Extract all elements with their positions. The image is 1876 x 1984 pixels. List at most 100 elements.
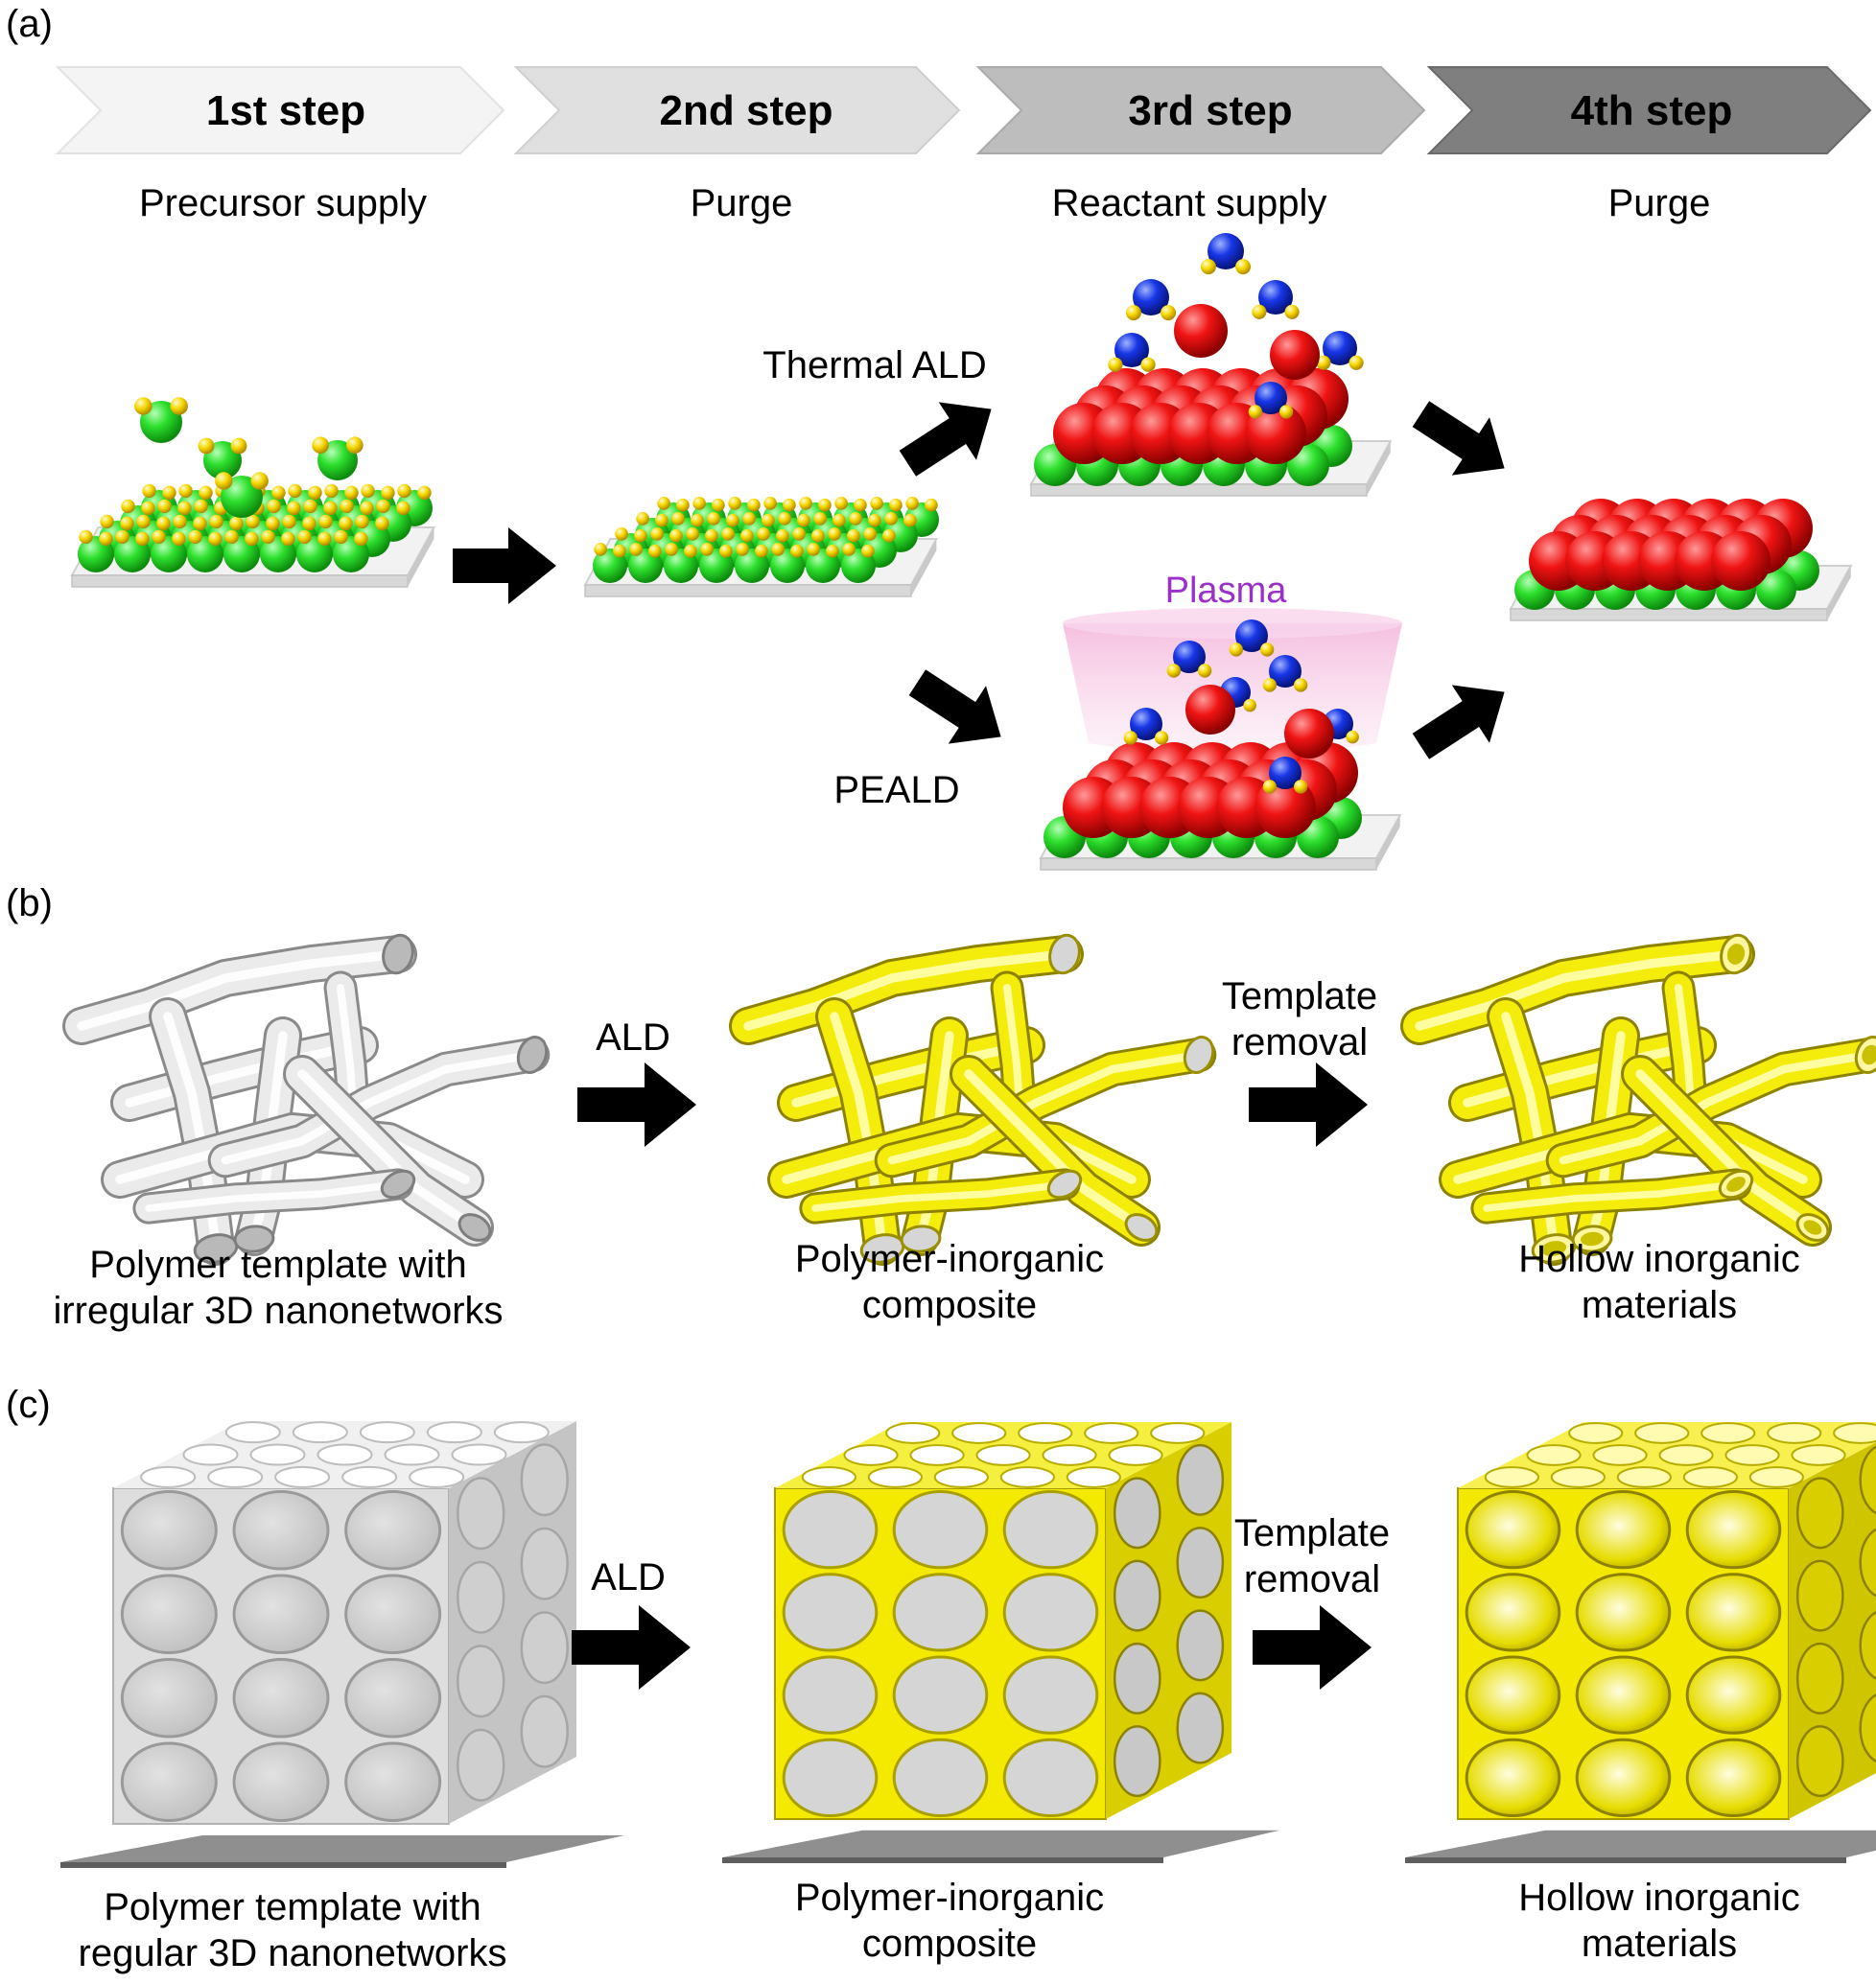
top-pore	[1592, 1444, 1648, 1466]
strand-end-5	[1046, 1169, 1083, 1200]
ligand-atom	[1229, 642, 1243, 657]
ligand-atom	[771, 543, 785, 556]
reactant-thermal-4	[1316, 331, 1364, 370]
adsorbed-layer-step2	[593, 497, 939, 583]
strand-7-highlight	[887, 1050, 1204, 1165]
ligand-atom	[863, 527, 877, 541]
strand-end-1-inner	[1726, 944, 1746, 965]
top-pore	[426, 1421, 482, 1444]
ligand-atom	[354, 531, 368, 547]
ligand-atom	[783, 498, 796, 512]
strand-end-6	[457, 1213, 492, 1242]
top-pore	[1833, 1422, 1876, 1444]
ligand-atom	[156, 516, 171, 531]
ligand-atom	[178, 483, 193, 499]
reactant-atom	[1173, 641, 1206, 673]
ligand-atom	[230, 437, 247, 455]
ligand-atom	[198, 437, 215, 455]
precursor-metal	[317, 440, 358, 480]
ligand-atom	[797, 513, 810, 527]
ligand-atom	[375, 516, 389, 531]
plasma-label: Plasma	[1165, 571, 1288, 611]
strand-8-highlight	[1635, 1069, 1817, 1232]
hollow-regular	[1405, 1422, 1876, 1863]
oxygen-peald-2	[1284, 709, 1334, 759]
panel-b-label: (b)	[6, 882, 53, 924]
step-1-title: 1st step	[206, 87, 365, 134]
ligand-atom	[381, 485, 395, 501]
ligand-atom	[346, 436, 363, 455]
top-pore	[249, 1443, 306, 1466]
reactant-peald-1	[1166, 641, 1212, 678]
oxide-atom	[1711, 531, 1770, 591]
ligand-atom	[287, 501, 301, 516]
pore	[782, 1489, 879, 1570]
base-plate-edge	[722, 1857, 1163, 1863]
arrow-to-thermal	[899, 402, 992, 477]
top-pore	[182, 1443, 239, 1466]
ligand-atom	[776, 528, 789, 543]
top-pore	[951, 1422, 1007, 1444]
top-pore	[274, 1465, 331, 1488]
ligand-atom	[905, 497, 919, 510]
top-pore	[1526, 1444, 1582, 1466]
ligand-atom	[655, 513, 668, 527]
pore	[892, 1489, 989, 1570]
ligand-atom	[303, 499, 317, 514]
reactant-thermal-2	[1200, 233, 1252, 275]
ligand-atom	[1294, 780, 1308, 794]
ligand-atom	[194, 499, 208, 514]
top-pore	[1682, 1466, 1738, 1488]
panel-c-caption-1b: regular 3D nanonetworks	[79, 1932, 507, 1974]
thermal-ald-label: Thermal ALD	[762, 344, 986, 386]
strand-8-highlight	[297, 1069, 480, 1232]
panel-b-removal-label-1: Template	[1222, 975, 1377, 1017]
precursor-molecule-4	[215, 472, 269, 518]
pore	[232, 1741, 330, 1822]
pore	[120, 1574, 218, 1654]
top-pore	[1042, 1444, 1097, 1466]
ligand-atom	[361, 483, 375, 499]
top-pore	[933, 1466, 989, 1488]
ligand-atom	[152, 529, 166, 545]
panel-c-removal-label-2: removal	[1244, 1558, 1380, 1600]
panel-c-ald-arrow	[572, 1605, 691, 1690]
ligand-atom	[120, 516, 134, 531]
ligand-atom	[1346, 730, 1359, 744]
pore	[1002, 1489, 1099, 1570]
ligand-atom	[849, 512, 862, 525]
ligand-atom	[339, 516, 353, 531]
top-pore	[1018, 1422, 1073, 1444]
ligand-atom	[705, 528, 718, 543]
top-pore	[224, 1421, 281, 1444]
precursor-metal	[140, 401, 182, 443]
peald-label: PEALD	[833, 769, 959, 811]
top-pore	[801, 1466, 856, 1488]
ligand-atom	[396, 501, 410, 516]
step-2-subtitle: Purge	[691, 182, 793, 224]
side-pore	[1859, 1528, 1876, 1598]
side-pore	[520, 1611, 569, 1685]
panel-b-caption-1b: irregular 3D nanonetworks	[53, 1290, 503, 1332]
ligand-atom	[1198, 664, 1212, 678]
reactant-peald-4	[1123, 708, 1169, 745]
ligand-atom	[1108, 357, 1123, 372]
strand-end-1	[382, 933, 414, 975]
panel-b-caption-2b: composite	[862, 1284, 1037, 1326]
ligand-atom	[376, 499, 390, 514]
top-pore	[867, 1466, 923, 1488]
ligand-atom	[209, 514, 223, 529]
ligand-atom	[141, 501, 155, 516]
ligand-atom	[686, 527, 699, 541]
step-4-title: 4th step	[1571, 87, 1733, 134]
ligand-atom	[763, 497, 777, 510]
red-layer-thermal	[1053, 368, 1348, 464]
pore	[120, 1658, 218, 1739]
arrow-thermal-to-purge	[1412, 401, 1505, 476]
side-pore	[1176, 1692, 1225, 1764]
base-plate	[1405, 1830, 1876, 1857]
side-pore	[520, 1694, 569, 1768]
ligand-atom	[229, 516, 244, 531]
side-pore	[1176, 1609, 1225, 1682]
